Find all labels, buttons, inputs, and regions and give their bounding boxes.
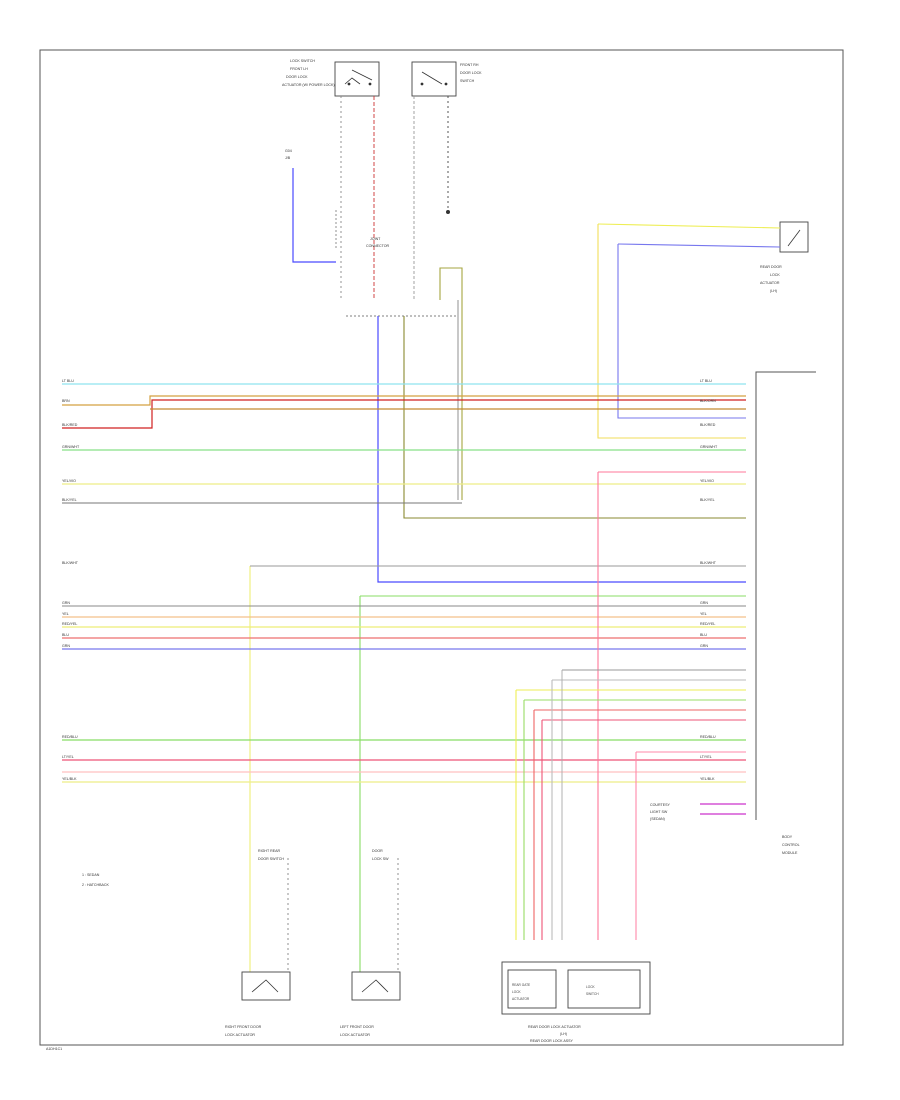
wire-label-left: RED/BLU xyxy=(62,735,78,739)
diagram-frame xyxy=(39,49,844,1046)
wire-label-left: BLK/RED xyxy=(62,423,78,427)
rr-sw-label-1: DOOR SWITCH xyxy=(258,857,284,861)
rear-door-lh-label-0: REAR DOOR xyxy=(760,265,782,269)
ground-ref: G04 J/B xyxy=(285,149,336,263)
courtesy-label-2: (SEDAN) xyxy=(650,817,665,821)
ground-ref-label-0: G04 xyxy=(285,149,292,153)
lock-switch-right-label-2: SWITCH xyxy=(460,79,475,83)
wire-label-left: BLK/WHT xyxy=(62,561,79,565)
rf-door-label-0: RIGHT FRONT DOOR xyxy=(225,1025,262,1029)
wire-labels: LT BLU LT BLU BRN BLK/ORN BLK/RED BLK/RED GRN/… xyxy=(62,379,718,781)
wire-label-left: GRN/WHT xyxy=(62,445,80,449)
lock-switch-left-label-3: ACTUATOR (W/ POWER LOCK) xyxy=(282,83,335,87)
wire-label-right: GRN/WHT xyxy=(700,445,718,449)
rear-lock-inner-left-1: LOCK xyxy=(512,990,522,994)
rear-lock-unit: REAR GATE LOCK ACTUATOR LOCK SWITCH REAR… xyxy=(501,961,651,1043)
lock-switch-right: FRONT RH DOOR LOCK SWITCH xyxy=(411,61,482,97)
rf-door-label-1: LOCK ACTUATOR xyxy=(225,1033,255,1037)
rear-lock-harness: COURTESY LIGHT SW (SEDAN) xyxy=(515,472,746,940)
lock-switch-left-label-1: FRONT LH xyxy=(290,67,308,71)
courtesy-label-1: LIGHT SW xyxy=(650,810,668,814)
rear-door-lh-label-2: ACTUATOR xyxy=(760,281,780,285)
lf-door-label-1: LOCK ACTUATOR xyxy=(340,1033,370,1037)
bcm-connector: BODY CONTROL MODULE xyxy=(755,371,816,855)
wire-label-right: RED/BLU xyxy=(700,735,716,739)
rear-door-lh-label-1: LOCK xyxy=(770,273,780,277)
wire-label-left: BRN xyxy=(62,399,70,403)
wire-label-left: BLK/YEL xyxy=(62,498,77,502)
lock-switch-right-label-1: DOOR LOCK xyxy=(460,71,482,75)
wire-label-right: GRN xyxy=(700,644,708,648)
ground-ref-label-1: J/B xyxy=(285,156,291,160)
switch-wires xyxy=(335,96,450,300)
legend: 1 : SEDAN 2 : HATCHBACK xyxy=(82,873,109,887)
wire-label-left: LT/YEL xyxy=(62,755,74,759)
wire-label-left: GRN xyxy=(62,601,70,605)
bcm-label-2: MODULE xyxy=(782,851,798,855)
rear-door-lh: REAR DOOR LOCK ACTUATOR (LH) xyxy=(597,221,809,439)
lock-switch-left: LOCK SWITCH FRONT LH DOOR LOCK ACTUATOR … xyxy=(282,59,380,97)
wire-label-left: YEL xyxy=(62,612,69,616)
rear-lock-label-1: (LH) xyxy=(560,1032,567,1036)
wire-label-left: YEL/VIO xyxy=(62,479,76,483)
rr-sw-label-0: RIGHT REAR xyxy=(258,849,281,853)
lf-door-label-0: LEFT FRONT DOOR xyxy=(340,1025,374,1029)
junction-label-0: JOINT xyxy=(370,237,381,241)
rear-lock-inner-left-2: ACTUATOR xyxy=(512,997,530,1001)
rear-lock-label-2: REAR DOOR LOCK ASSY xyxy=(530,1039,574,1043)
wire-label-right: BLK/WHT xyxy=(700,561,717,565)
wire-label-right: BLK/ORN xyxy=(700,399,716,403)
rear-door-lh-label-3: (LH) xyxy=(770,289,777,293)
courtesy-label-0: COURTESY xyxy=(650,803,671,807)
lock-switch-left-label-0: LOCK SWITCH xyxy=(290,59,315,63)
wire-label-right: YEL/BLK xyxy=(700,777,715,781)
wire-label-right: LT/YEL xyxy=(700,755,712,759)
lr-sw-label-1: LOCK SW xyxy=(372,857,389,861)
footer-code: A1DH1C1 xyxy=(46,1047,62,1051)
wire-label-left: RED/YEL xyxy=(62,622,77,626)
wire-label-left: LT BLU xyxy=(62,379,74,383)
rear-lock-inner-right-1: SWITCH xyxy=(586,992,599,996)
rear-lock-inner-left-0: REAR GATE xyxy=(512,983,530,987)
wire-label-right: LT BLU xyxy=(700,379,712,383)
wire-label-right: GRN xyxy=(700,601,708,605)
bcm-label-1: CONTROL xyxy=(782,843,800,847)
legend-item-1: 2 : HATCHBACK xyxy=(82,883,109,887)
wire-label-right: BLK/YEL xyxy=(700,498,715,502)
wire-label-left: BLU xyxy=(62,633,69,637)
wire-label-right: YEL xyxy=(700,612,707,616)
wire-label-left: GRN xyxy=(62,644,70,648)
wire-label-right: YEL/VIO xyxy=(700,479,714,483)
rear-lock-inner-right-0: LOCK xyxy=(586,985,596,989)
wire-label-left: YEL/BLK xyxy=(62,777,77,781)
lr-sw-label-0: DOOR xyxy=(372,849,383,853)
wire-label-right: BLU xyxy=(700,633,707,637)
bcm-label-0: BODY xyxy=(782,835,793,839)
lock-switch-right-label-0: FRONT RH xyxy=(460,63,479,67)
lf-door-actuator: LEFT FRONT DOOR LOCK ACTUATOR DOOR LOCK … xyxy=(340,849,401,1037)
wire-label-right: RED/YEL xyxy=(700,622,715,626)
joint-connector xyxy=(346,267,746,583)
legend-item-0: 1 : SEDAN xyxy=(82,873,100,877)
main-harness xyxy=(62,383,746,1000)
junction-label-1: CONNECTOR xyxy=(366,244,389,248)
rear-lock-label-0: REAR DOOR LOCK ACTUATOR xyxy=(528,1025,581,1029)
wire-label-right: BLK/RED xyxy=(700,423,716,427)
rf-door-actuator: RIGHT FRONT DOOR LOCK ACTUATOR RIGHT REA… xyxy=(225,849,291,1037)
lock-switch-left-label-2: DOOR LOCK xyxy=(286,75,308,79)
